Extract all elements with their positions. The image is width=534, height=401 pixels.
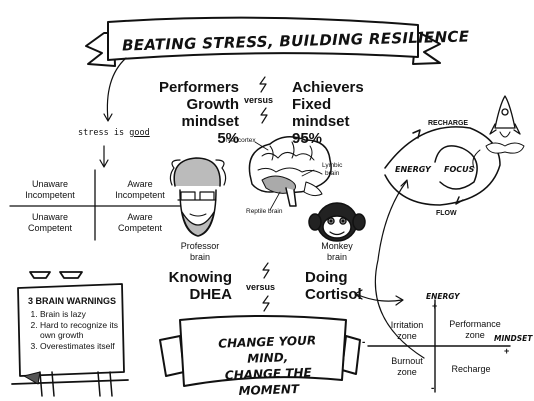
reptile-label: Reptile brain <box>246 208 283 215</box>
energy-axis-label: ENERGY <box>426 292 460 301</box>
mindset-plus-sign: + <box>504 346 510 356</box>
knowing-label: Knowing <box>168 269 232 286</box>
focus-cycle-label: FOCUS <box>444 165 475 174</box>
quadrant-axes <box>367 299 511 393</box>
quadrant-line: Irritation <box>390 320 424 330</box>
bottom-banner-line1: CHANGE YOUR MIND, <box>218 333 317 366</box>
warning-item: Hard to recognize its own growth <box>40 320 122 341</box>
quadrant-line: Performance <box>449 319 501 329</box>
bottom-banner-text: CHANGE YOUR MIND, CHANGE THE MOMENT <box>197 332 339 401</box>
professor-line: Professor <box>180 241 220 251</box>
arrow-to-stress <box>106 57 127 121</box>
burnout-zone-label: Burnout zone <box>382 356 432 378</box>
brain-illustration <box>248 136 332 207</box>
quadrant-line: zone <box>465 330 485 340</box>
quadrant-line: Burnout <box>391 356 423 366</box>
bolt-icon-top <box>259 76 267 93</box>
grid-cell-line: Aware <box>127 212 153 222</box>
monkey-brain-label: Monkey brain <box>310 241 364 263</box>
performers-percent: 5% <box>217 130 239 147</box>
arrow-cortisol-quadrant <box>355 293 403 302</box>
professor-face <box>169 157 227 237</box>
billboard <box>11 271 129 397</box>
energy-focus-cycle <box>384 126 501 206</box>
achievers-percent: 95% <box>292 130 323 147</box>
monkey-face <box>308 202 366 242</box>
knowing-block: Knowing DHEA <box>168 269 232 303</box>
bolt-icon-mid-top <box>262 262 270 279</box>
stress-word: stress <box>78 128 109 138</box>
bottom-banner-line2: CHANGE THE MOMENT <box>224 365 312 399</box>
bolt-icon-mid-bottom <box>262 295 270 312</box>
board-title: 3 BRAIN WARNINGS <box>28 296 117 306</box>
grid-cell-line: Aware <box>127 179 153 189</box>
stress-note: stress is good <box>78 128 150 138</box>
warning-item: Overestimates itself <box>40 341 122 352</box>
recharge-cycle-label: RECHARGE <box>428 120 469 127</box>
professor-line: brain <box>189 252 210 262</box>
grid-cell-line: Unaware <box>31 212 69 222</box>
grid-cell-line: Competent <box>27 223 73 233</box>
good-word: good <box>129 128 150 138</box>
fixed-mindset-label: Fixed mindset <box>292 96 350 130</box>
quadrant-line: zone <box>397 367 417 377</box>
bottom-banner-ribbon <box>159 315 361 387</box>
irritation-zone-label: Irritation zone <box>382 320 432 342</box>
recharge-quadrant-label: Recharge <box>451 364 491 374</box>
arrow-quadrant-to-cycle <box>374 181 425 359</box>
neocortex-label: Neocortex <box>226 137 256 144</box>
cortisol-label: Cortisol <box>305 286 362 303</box>
flow-cycle-label: FLOW <box>436 210 457 217</box>
growth-mindset-label: Growth mindset <box>181 96 239 130</box>
lymbic-label: Lymbic brain <box>322 162 342 178</box>
doing-block: Doing Cortisol <box>305 269 375 303</box>
monkey-line: Monkey <box>321 241 353 251</box>
competence-grid-lines <box>9 169 191 241</box>
warning-item: Brain is lazy <box>40 309 122 320</box>
mindset-axis-label: MINDSET <box>494 334 533 343</box>
energy-cycle-label: ENERGY <box>395 165 431 174</box>
versus-label-top: versus <box>244 95 274 105</box>
brain-warnings-board: 3 BRAIN WARNINGS Brain is lazy Hard to r… <box>28 296 122 351</box>
lymbic-line: brain <box>324 170 340 177</box>
mindset-minus-sign: - <box>362 337 366 348</box>
grid-cell-line: Incompetent <box>115 190 165 200</box>
grid-cell-line: Incompetent <box>25 190 75 200</box>
doing-label: Doing <box>305 269 348 286</box>
dhea-label: DHEA <box>189 286 232 303</box>
grid-unaware-competent: Unaware Competent <box>8 212 92 234</box>
energy-plus-sign: + <box>432 301 438 311</box>
lymbic-line: Lymbic <box>322 162 343 169</box>
energy-minus-sign: - <box>431 383 435 394</box>
is-word: is <box>113 128 125 138</box>
warnings-list: Brain is lazy Hard to recognize its own … <box>28 309 122 351</box>
grid-aware-competent: Aware Competent <box>98 212 182 234</box>
grid-unaware-incompetent: Unaware Incompetent <box>8 179 92 201</box>
quadrant-line: zone <box>397 331 417 341</box>
performers-label: Performers <box>158 79 239 96</box>
achievers-label: Achievers <box>292 79 364 96</box>
title-banner-ribbon <box>85 16 441 67</box>
grid-cell-line: Unaware <box>31 179 69 189</box>
professor-brain-label: Professor brain <box>170 241 230 263</box>
bolt-icon-bottom <box>260 107 268 124</box>
grid-aware-incompetent: Aware Incompetent <box>98 179 182 201</box>
rocket-icon <box>485 95 525 154</box>
achievers-block: Achievers Fixed mindset 95% <box>292 79 392 147</box>
monkey-line: brain <box>326 252 347 262</box>
performers-block: Performers Growth mindset 5% <box>145 79 239 147</box>
performance-zone-label: Performance zone <box>444 319 506 341</box>
grid-cell-line: Competent <box>117 223 163 233</box>
versus-label-bottom: versus <box>246 282 276 292</box>
